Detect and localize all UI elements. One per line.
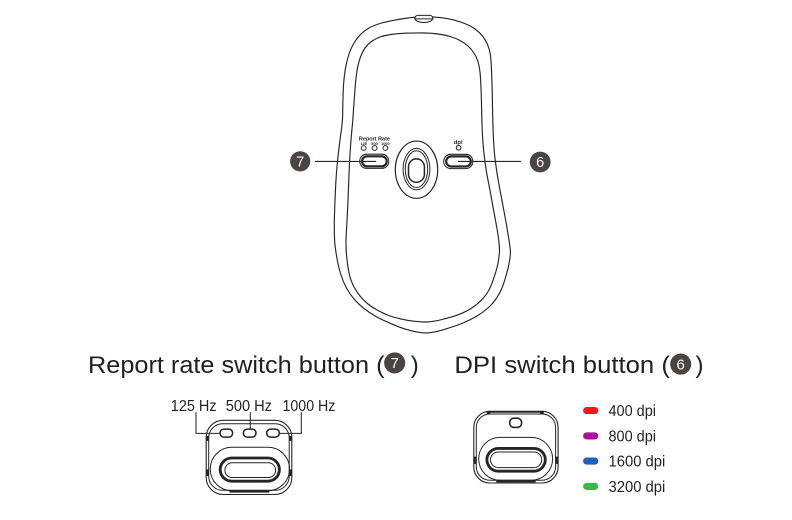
svg-text:): ) (696, 352, 704, 379)
svg-text:Report Rate: Report Rate (359, 137, 390, 143)
svg-text:Report rate switch button (: Report rate switch button ( (88, 352, 385, 379)
svg-text:7: 7 (296, 155, 304, 171)
svg-text:400 dpi: 400 dpi (609, 403, 657, 420)
svg-text:3200 dpi: 3200 dpi (609, 479, 666, 496)
svg-text:7: 7 (391, 355, 399, 372)
svg-text:1600 dpi: 1600 dpi (609, 454, 666, 471)
svg-text:): ) (411, 352, 419, 379)
svg-text:125 Hz: 125 Hz (171, 398, 217, 415)
svg-text:6: 6 (536, 155, 544, 171)
svg-text:6: 6 (677, 356, 685, 373)
svg-text:DPI switch button (: DPI switch button ( (454, 352, 670, 379)
svg-text:1000 Hz: 1000 Hz (283, 398, 336, 415)
svg-text:dpi: dpi (454, 140, 463, 146)
svg-text:125: 125 (360, 142, 367, 146)
svg-text:800 dpi: 800 dpi (609, 428, 657, 445)
svg-text:1000: 1000 (381, 142, 390, 146)
svg-text:500 Hz: 500 Hz (226, 398, 272, 415)
svg-text:500: 500 (371, 142, 378, 146)
